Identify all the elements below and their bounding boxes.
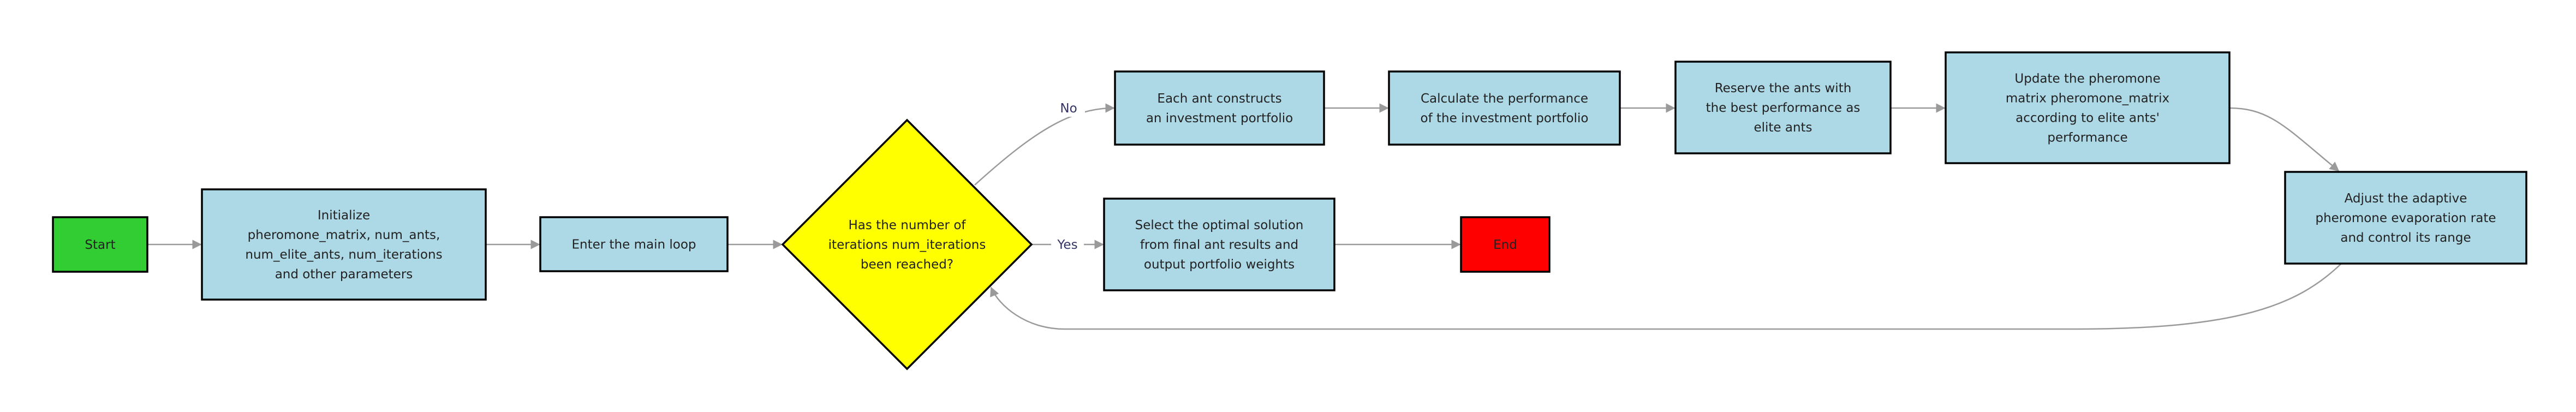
node-label-loop: Enter the main loop [571,238,696,252]
node-label-decision: been reached? [861,258,953,272]
node-label-adjust: Adjust the adaptive [2345,192,2467,206]
node-label-update: matrix pheromone_matrix [2006,92,2169,106]
node-label-adjust: and control its range [2340,231,2471,245]
node-reserve: Reserve the ants with the best performanc… [1674,61,1892,154]
node-start: Start [52,216,148,273]
node-box-init [201,188,487,301]
node-label-construct: Each ant constructs [1157,92,1281,106]
node-box-loop [539,216,729,272]
node-label-construct: an investment portfolio [1146,111,1293,126]
node-label-calc: of the investment portfolio [1421,111,1589,126]
node-label-update: performance [2047,131,2127,145]
node-calc: Calculate the performance of the investme… [1388,70,1621,146]
node-box-reserve [1674,61,1892,154]
edge-adjust-decision [990,263,2342,330]
decision-diamond [781,118,1033,371]
node-label-select: output portfolio weights [1144,258,1295,272]
edge-decision-construct [974,103,1115,186]
node-select: Select the optimal solution from final an… [1103,198,1335,291]
node-label-init: num_elite_ants, num_iterations [245,248,442,262]
node-label-reserve: elite ants [1754,121,1812,135]
node-construct: Each ant constructs an investment portfol… [1114,70,1325,146]
node-label-reserve: the best performance as [1706,101,1861,115]
edge-update-adjust [2229,107,2340,172]
edge-label-no: No [1060,101,1077,116]
node-label-init: pheromone_matrix, num_ants, [248,228,440,242]
node-box-start [52,216,148,273]
node-label-decision: iterations num_iterations [828,238,986,252]
node-label-decision: Has the number of [849,218,967,232]
node-box-update [1945,51,2231,164]
node-label-calc: Calculate the performance [1421,92,1588,106]
node-box-end [1460,216,1551,273]
node-update: Update the pheromone matrix pheromone_mat… [1945,51,2231,164]
node-label-select: from final ant results and [1140,238,1298,252]
node-label-init: Initialize [318,208,370,223]
node-label-update: Update the pheromone [2014,72,2160,86]
node-box-calc [1388,70,1621,146]
node-label-reserve: Reserve the ants with [1715,81,1852,95]
node-init: Initialize pheromone_matrix, num_ants,num… [201,188,487,301]
node-label-update: according to elite ants' [2016,111,2160,126]
edge-label-bg [1052,98,1085,117]
node-label-adjust: pheromone evaporation rate [2315,211,2496,225]
node-box-adjust [2284,171,2527,265]
node-label-init: and other parameters [275,267,413,282]
node-label-end: End [1493,238,1517,252]
node-adjust: Adjust the adaptive pheromone evaporation… [2284,171,2527,265]
node-end: End [1460,216,1551,273]
node-loop: Enter the main loop [539,216,729,272]
node-box-select [1103,198,1335,291]
node-label-start: Start [85,238,115,252]
edge-label-bg [1051,235,1084,253]
node-box-construct [1114,70,1325,146]
node-label-select: Select the optimal solution [1135,218,1304,232]
node-decision: Has the number of iterations num_iteratio… [781,118,1033,371]
edge-label-yes: Yes [1057,238,1077,252]
